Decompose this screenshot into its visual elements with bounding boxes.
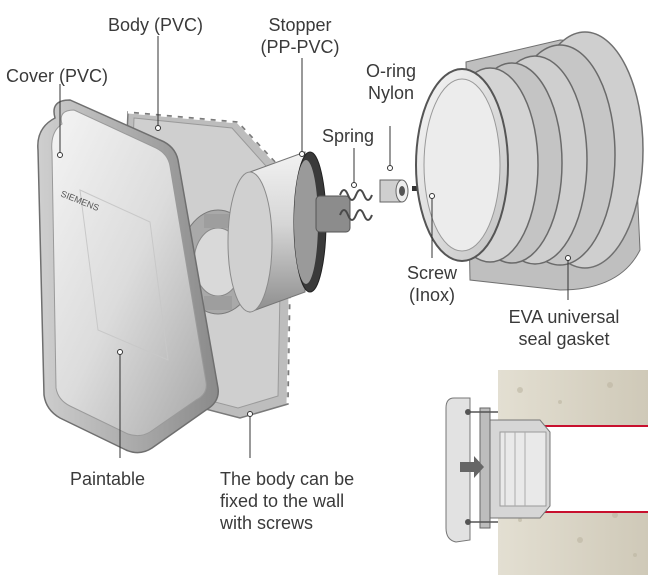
arrow-right-icon: [460, 456, 484, 478]
label-oring-line2: Nylon: [367, 83, 415, 103]
label-screw-line2: (Inox): [408, 285, 455, 305]
label-stopper-line1: Stopper: [268, 15, 332, 35]
label-screw: Screw (Inox): [392, 262, 472, 306]
label-body: Body (PVC): [108, 15, 204, 35]
label-oring: O-ring Nylon: [346, 60, 436, 104]
eva-gasket: [415, 31, 644, 291]
label-body-fix: The body can be fixed to the wall with s…: [220, 468, 354, 534]
cover-plate: SIEMENS: [37, 99, 219, 454]
oring-part: [379, 179, 409, 203]
label-oring-line1: O-ring: [365, 61, 416, 81]
label-eva: EVA universal seal gasket: [494, 306, 634, 350]
label-eva-line2: seal gasket: [518, 329, 610, 349]
label-stopper-line2: (PP-PVC): [260, 37, 340, 57]
label-body-fix-line3: with screws: [220, 513, 314, 533]
label-paintable: Paintable: [70, 469, 146, 489]
label-body-fix-line1: The body can be: [220, 469, 355, 489]
leader-dots: [57, 125, 571, 417]
label-body-fix-line2: fixed to the wall: [220, 491, 345, 511]
stopper-cylinder: [227, 151, 351, 313]
leader-lines: [59, 36, 569, 458]
label-spring: Spring: [322, 126, 375, 146]
label-stopper: Stopper (PP-PVC): [250, 14, 350, 58]
wall-inset: [445, 370, 648, 575]
spring-part: [339, 189, 373, 221]
label-screw-line1: Screw: [406, 263, 457, 283]
label-cover: Cover (PVC): [6, 66, 109, 86]
label-eva-line1: EVA universal: [508, 307, 620, 327]
